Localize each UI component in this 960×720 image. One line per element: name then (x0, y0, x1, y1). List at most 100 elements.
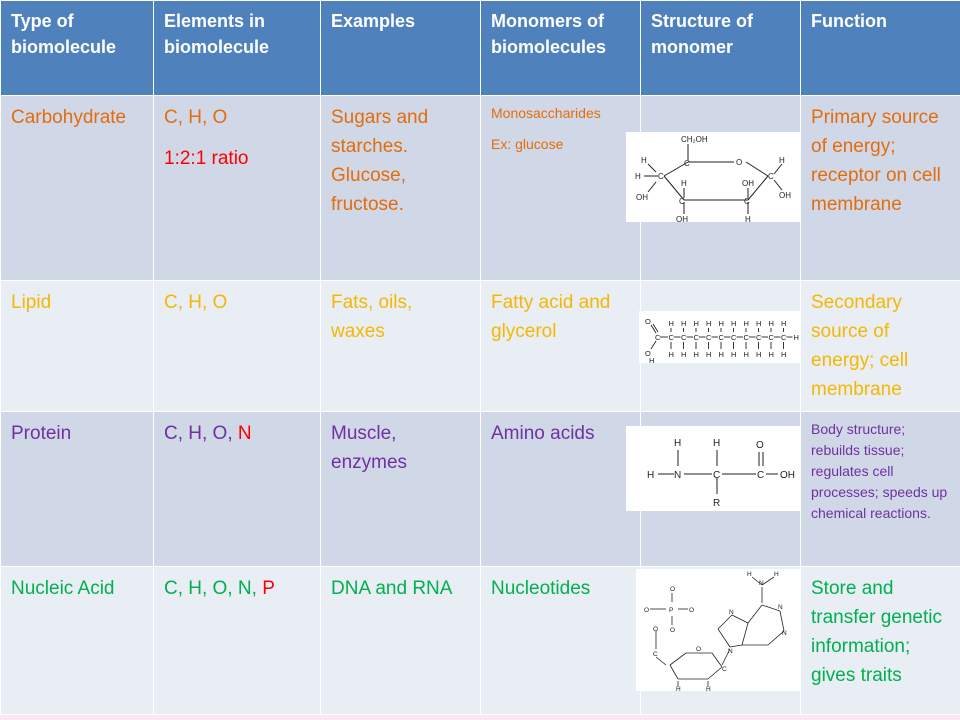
glucose-c5: C (744, 197, 750, 206)
amino-o: O (756, 440, 764, 451)
header-examples: Examples (320, 0, 481, 96)
fatty-acid-hydrogen: H (781, 350, 786, 359)
glucose-o: O (736, 158, 742, 167)
fatty-acid-hydrogen: H (694, 350, 699, 359)
amino-acid-svg: H H O H N C C OH R (647, 438, 795, 509)
fatty-acid-o2: O (645, 349, 651, 358)
fatty-acid-h0: H (649, 356, 654, 363)
cell-structure: O O P O O O C O C H H N N (636, 566, 801, 715)
fatty-acid-carbon: C (769, 333, 775, 342)
monomer-example: Ex: glucose (491, 136, 564, 152)
nucleotide-structure-icon: O O P O O O C O C H H N N (636, 569, 801, 691)
glucose-h1: H (635, 172, 641, 181)
fatty-acid-carbon: C (719, 333, 725, 342)
nucleotide-h1: H (676, 686, 681, 691)
elements-text: C, H, O, (164, 423, 238, 444)
nucleotide-h4: H (774, 571, 779, 578)
glucose-c2: C (658, 172, 664, 181)
glucose-h2: H (641, 156, 647, 165)
fatty-acid-carbon: C (706, 333, 712, 342)
cell-monomer: Fatty acid and glycerol (480, 280, 641, 412)
elements-highlight: P (262, 578, 275, 599)
table-row-protein: Protein C, H, O, N Muscle, enzymes Amino… (0, 411, 960, 567)
nucleotide-p: P (669, 607, 673, 614)
glucose-c3: C (768, 172, 774, 181)
fatty-acid-hydrogen: H (669, 350, 674, 359)
nucleotide-h2: H (706, 686, 711, 691)
amino-c1: C (713, 470, 720, 481)
cell-elements: C, H, O, N, P (153, 566, 321, 715)
glucose-oh1: OH (636, 193, 648, 202)
nucleotide-o6: O (696, 646, 701, 653)
cell-examples: Muscle, enzymes (320, 411, 481, 567)
nucleotide-h3: H (747, 571, 752, 578)
fatty-acid-hydrogen: H (694, 319, 699, 328)
cell-function: Body structure; rebuilds tissue; regulat… (800, 411, 960, 567)
cell-structure: H H O H N C C OH R (626, 411, 801, 567)
header-function: Function (800, 0, 960, 96)
cell-function: Store and transfer genetic information; … (800, 566, 960, 715)
fatty-acid-carbon: C (731, 333, 737, 342)
fatty-acid-hydrogen: H (769, 319, 774, 328)
header-elements: Elements in biomolecule (153, 0, 321, 96)
header-structure: Structure of monomer (640, 0, 801, 96)
amino-c2: C (757, 470, 764, 481)
glucose-c1: C (684, 159, 690, 168)
amino-h1: H (674, 438, 681, 449)
glucose-h4: H (745, 215, 751, 222)
nucleotide-n4: N (778, 604, 783, 611)
elements-ratio: 1:2:1 ratio (164, 148, 249, 169)
fatty-acid-carbon: C (694, 333, 700, 342)
nucleotide-n5: N (759, 580, 764, 587)
cell-monomer: Monosaccharides Ex: glucose (480, 95, 641, 281)
fatty-acid-hydrogen: H (781, 319, 786, 328)
fatty-acid-c0: C (655, 333, 661, 342)
fatty-acid-hydrogen: H (756, 319, 761, 328)
amino-h3: H (647, 470, 654, 481)
fatty-acid-hydrogen: H (769, 350, 774, 359)
glucose-h3: H (681, 179, 687, 188)
cell-examples: Sugars and starches. Glucose, fructose. (320, 95, 481, 281)
cell-examples: DNA and RNA (320, 566, 481, 715)
elements-text: C, H, O (164, 107, 228, 128)
nucleotide-o4: O (670, 627, 675, 634)
amino-r: R (713, 498, 720, 509)
glucose-svg: CH₂OH C O C C H H OH H C OH OH C (635, 135, 791, 222)
fatty-acid-hydrogen-end: H (794, 333, 799, 342)
header-monomers: Monomers of biomolecules (480, 0, 641, 96)
cell-elements: C, H, O 1:2:1 ratio (153, 95, 321, 281)
fatty-acid-carbon: C (756, 333, 762, 342)
fatty-acid-hydrogen: H (681, 350, 686, 359)
cell-examples: Fats, oils, waxes (320, 280, 481, 412)
nucleotide-c1: C (653, 651, 658, 658)
cell-monomer: Nucleotides (480, 566, 641, 715)
table-row-carbohydrate: Carbohydrate C, H, O 1:2:1 ratio Sugars … (0, 95, 960, 281)
fatty-acid-carbon: C (669, 333, 675, 342)
fatty-acid-hydrogen: H (731, 319, 736, 328)
fatty-acid-hydrogen: H (719, 350, 724, 359)
amino-oh: OH (780, 470, 795, 481)
nucleotide-o5: O (653, 626, 658, 633)
glucose-h5: H (779, 156, 785, 165)
glucose-ring-structure-icon: CH₂OH C O C C H H OH H C OH OH C (626, 132, 801, 222)
nucleotide-n2: N (729, 609, 734, 616)
elements-highlight: N (237, 423, 252, 444)
cell-elements: C, H, O (153, 280, 321, 412)
fatty-acid-carbon: C (781, 333, 787, 342)
fatty-acid-hydrogen: H (744, 319, 749, 328)
fatty-acid-hydrogen: H (731, 350, 736, 359)
fatty-acid-bonds (650, 323, 793, 350)
cell-type: Nucleic Acid (0, 566, 154, 715)
nucleotide-n1: N (728, 648, 733, 655)
glucose-ch2oh: CH₂OH (681, 135, 708, 144)
nucleotide-svg: O O P O O O C O C H H N N (644, 571, 787, 691)
fatty-acid-hydrogen: H (744, 350, 749, 359)
cell-type: Lipid (0, 280, 154, 412)
amino-h2: H (713, 438, 720, 449)
fatty-acid-carbon: C (681, 333, 687, 342)
